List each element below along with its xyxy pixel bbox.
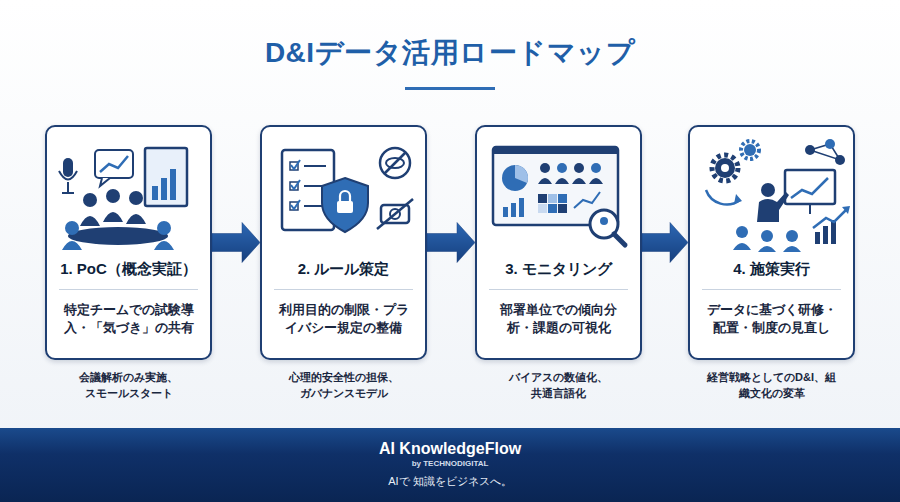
brand-tagline: AIで 知識をビジネスへ。 (0, 474, 900, 489)
step-heading: 3. モニタリング (477, 260, 640, 279)
step-description: 特定チームでの試験導入・「気づき」の共有 (59, 289, 198, 337)
step-heading: 4. 施策実行 (690, 260, 853, 279)
diagram-title: D&Iデータ活用ロードマップ (0, 34, 900, 72)
step-heading: 1. PoC（概念実証） (47, 260, 210, 279)
step-note: バイアスの数値化、共通言語化 (506, 370, 612, 402)
step-description: 部署単位での傾向分析・課題の可視化 (489, 289, 628, 337)
roadmap-step-card: 1. PoC（概念実証） 特定チームでの試験導入・「気づき」の共有 (45, 125, 212, 360)
flow-arrow (642, 223, 688, 263)
roadmap-step-card: 4. 施策実行データに基づく研修・配置・制度の見直し (688, 125, 855, 360)
title-underline (405, 87, 495, 90)
step-note: 会議解析のみ実施、スモールスタート (76, 370, 182, 402)
step-heading: 2. ルール策定 (262, 260, 425, 279)
flow-arrow (427, 223, 475, 263)
brand-company: by TECHNODIGITAL (0, 459, 900, 468)
roadmap-step-card: 3. モニタリング部署単位での傾向分析・課題の可視化 (475, 125, 642, 360)
step-description: 利用目的の制限・プライバシー規定の整備 (274, 289, 413, 337)
step-note: 経営戦略としてのD&I、組織文化の変革 (707, 370, 837, 402)
roadmap-step-card: 2. ルール策定利用目的の制限・プライバシー規定の整備 (260, 125, 427, 360)
step-description: データに基づく研修・配置・制度の見直し (702, 289, 841, 337)
footer-band: AI KnowledgeFlowby TECHNODIGITAL AIで 知識をビ… (0, 428, 900, 502)
brand-name: AI KnowledgeFlow (0, 440, 900, 458)
step-note: 心理的安全性の担保、ガバナンスモデル (285, 370, 402, 402)
flow-arrow (212, 223, 260, 263)
